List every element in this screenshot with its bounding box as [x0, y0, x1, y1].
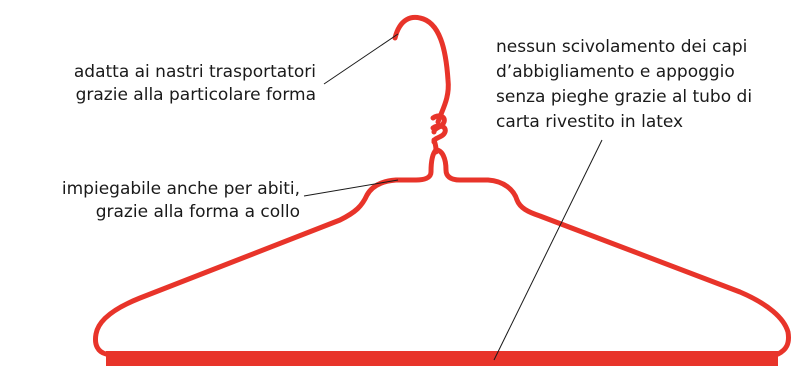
annotation-conveyor: adatta ai nastri trasportatori grazie al… [0, 61, 316, 107]
annotation-conveyor-line: grazie alla particolare forma [75, 85, 316, 105]
annotation-latex-line: carta rivestito in latex [496, 112, 684, 132]
annotation-collar: impiegabile anche per abiti, grazie alla… [0, 178, 300, 224]
annotation-conveyor-line: adatta ai nastri trasportatori [73, 62, 316, 82]
annotation-latex-line: senza pieghe grazie al tubo di [496, 87, 753, 107]
annotation-latex-line: nessun scivolamento dei capi [496, 37, 748, 57]
hanger-hook [392, 14, 451, 125]
leader-line-conveyor [323, 33, 399, 85]
latex-tube [106, 351, 778, 366]
annotation-collar-line: grazie alla forma a collo [95, 202, 300, 222]
hanger-body [93, 147, 791, 357]
annotation-collar-line: impiegabile anche per abiti, [61, 179, 300, 199]
leader-line-latex [493, 139, 603, 361]
leader-line-collar [303, 179, 399, 197]
annotation-latex-line: d’abbigliamento e appoggio [496, 62, 735, 82]
annotation-latex: nessun scivolamento dei capi d’abbigliam… [496, 35, 752, 135]
